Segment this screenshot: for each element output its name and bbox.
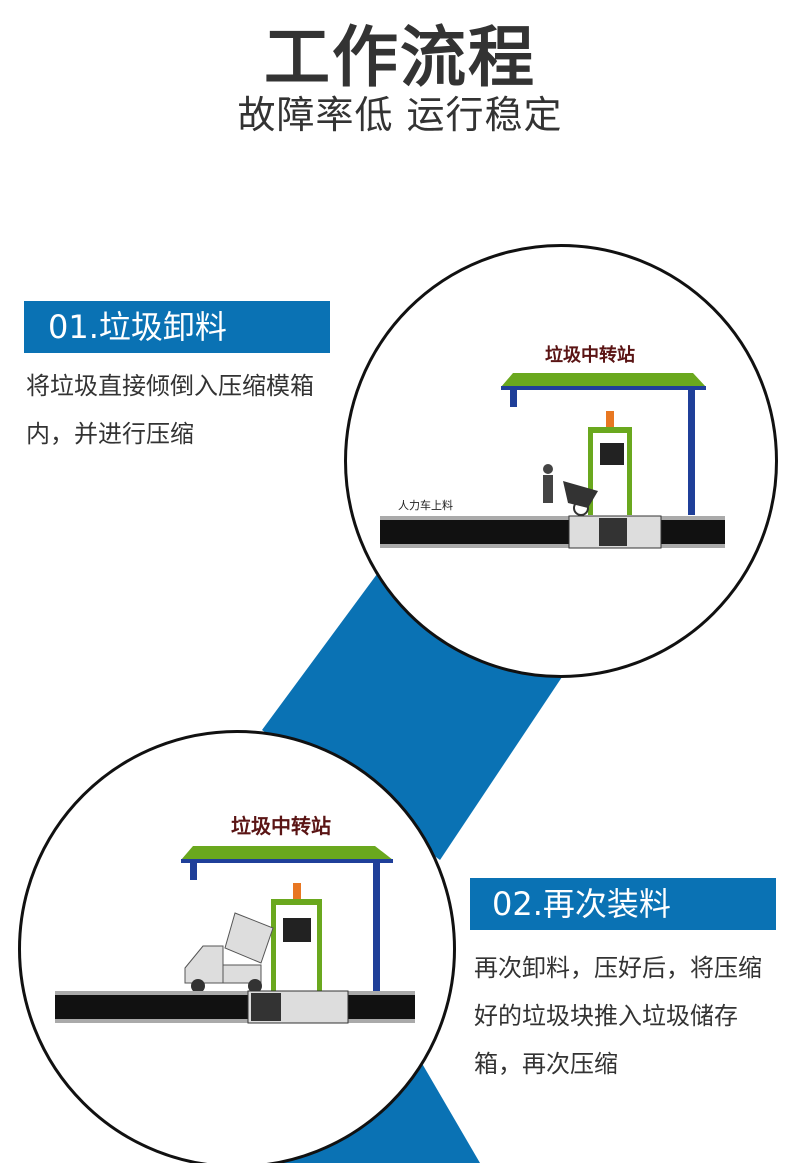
station-title: 垃圾中转站 (545, 344, 635, 366)
page-subtitle: 故障率低 运行稳定 (237, 93, 563, 137)
step-2-label: 02.再次装料 (470, 878, 776, 930)
step-2-illustration: 垃圾中转站 (18, 730, 456, 1163)
page-title: 工作流程 (264, 19, 536, 96)
loading-caption: 人力车上料 (398, 498, 453, 512)
station-title: 垃圾中转站 (231, 814, 331, 838)
step-2-description: 再次卸料，压好后，将压缩好的垃圾块推入垃圾储存箱，再次压缩 (474, 954, 762, 1078)
step-1-illustration: 垃圾中转站 人力车上料 (344, 244, 778, 678)
step-1-description: 将垃圾直接倾倒入压缩模箱内，并进行压缩 (26, 372, 314, 448)
step-1-label: 01.垃圾卸料 (24, 301, 330, 353)
